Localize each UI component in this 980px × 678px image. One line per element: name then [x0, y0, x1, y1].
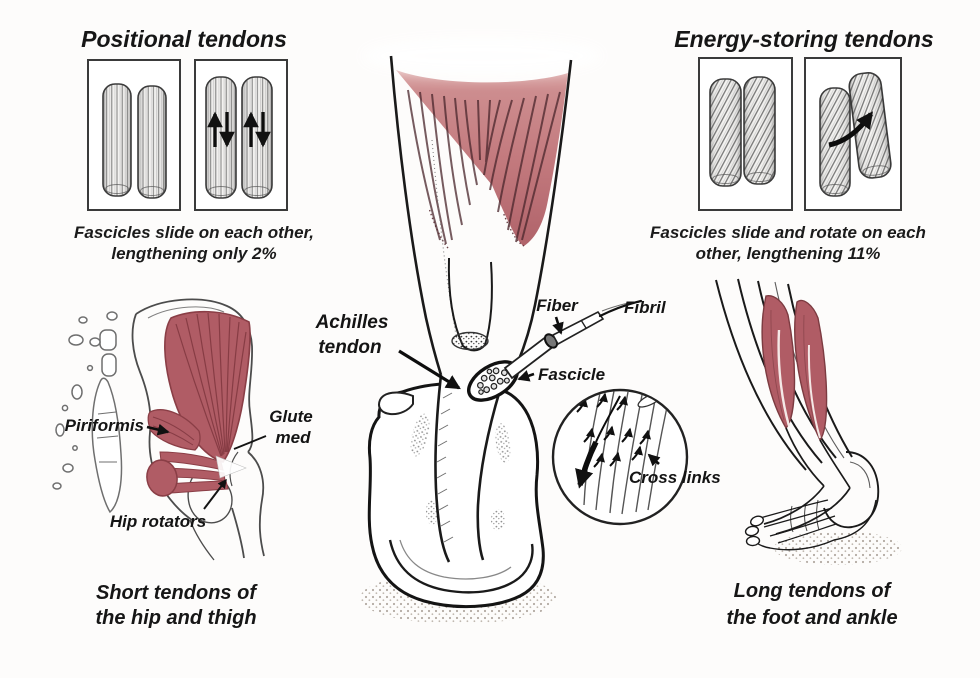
- foot-skeleton: [744, 451, 880, 551]
- glute-label-line1: Glute: [269, 407, 312, 426]
- long-flexor-muscles: [761, 295, 828, 442]
- muscle-striations: [407, 89, 561, 245]
- cross-links-pointer-arrow: [647, 453, 661, 467]
- foot-shadow: [774, 531, 902, 565]
- muscle-fade: [362, 38, 602, 74]
- foot-caption-line1: Long tendons of: [734, 580, 893, 602]
- fascicle-fiber-fibril: [503, 299, 643, 380]
- hip-labels: Piriformis Glute med Hip rotators: [65, 407, 313, 531]
- hip-figure: Piriformis Glute med Hip rotators Short …: [52, 298, 313, 629]
- foot-figure: Long tendons of the foot and ankle: [715, 278, 902, 629]
- energy-storing-panel: Energy-storing tendons Fascicles slide a…: [650, 26, 934, 263]
- hip-caption-line1: Short tendons of: [96, 582, 258, 604]
- fascicle-label: Fascicle: [538, 365, 605, 384]
- positional-caption-line1: Fascicles slide on each other,: [74, 223, 314, 242]
- hip-rotators-label: Hip rotators: [110, 512, 206, 531]
- cross-link-hooks: [576, 392, 651, 468]
- hip-rotators-pointer-arrow: [203, 478, 227, 510]
- fiber-pointer-arrow: [552, 316, 564, 335]
- cross-links-inset: Cross links: [551, 388, 721, 526]
- piriformis-muscle: [147, 409, 201, 451]
- slide-arrows-icon: [207, 111, 271, 148]
- glute-leader-line: [233, 435, 267, 450]
- cross-links-label: Cross links: [629, 468, 721, 487]
- achilles-tendon: [434, 360, 519, 563]
- hip-rotator-muscles: [146, 451, 229, 497]
- positional-fascicle-cylinders: [102, 76, 273, 199]
- positional-panel: Positional tendons Fascicles slide on ea…: [74, 26, 314, 263]
- piriformis-label: Piriformis: [65, 416, 144, 435]
- fascicle-pointer-arrow: [517, 370, 535, 382]
- hip-caption-line2: the hip and thigh: [95, 607, 256, 629]
- piriformis-pointer-arrow: [146, 423, 170, 436]
- sacrum-spine: [52, 311, 123, 514]
- achilles-pointer-arrow: [398, 349, 461, 390]
- positional-caption-line2: lengthening only 2%: [111, 244, 276, 263]
- achilles-label-line1: Achilles: [315, 312, 389, 333]
- energy-caption-line2: other, lengthening 11%: [696, 244, 881, 263]
- sliding-arrow-icon: [575, 440, 599, 489]
- fibril-label: Fibril: [624, 298, 667, 317]
- rotate-arrow-icon: [828, 111, 874, 148]
- trochanter-tendon: [215, 455, 247, 479]
- leg-outline: [389, 55, 573, 376]
- pelvis-outline: [131, 298, 265, 561]
- glute-label-line2: med: [276, 428, 312, 447]
- tendon-hatching: [436, 392, 454, 543]
- fiber-label: Fiber: [536, 296, 579, 315]
- foot-caption-line2: the foot and ankle: [726, 607, 897, 629]
- positional-title: Positional tendons: [81, 26, 287, 52]
- soleus-stump: [447, 257, 493, 352]
- energy-caption-line1: Fascicles slide and rotate on each: [650, 223, 926, 242]
- achilles-figure: Achilles tendon Fiber Fibril Fascicle: [315, 38, 667, 624]
- tendon-cut-face: [467, 360, 519, 402]
- achilles-labels: Achilles tendon Fiber Fibril Fascicle: [315, 296, 667, 390]
- energy-title: Energy-storing tendons: [674, 26, 933, 52]
- achilles-label-line2: tendon: [318, 337, 381, 358]
- muscle-fringe: [428, 207, 525, 249]
